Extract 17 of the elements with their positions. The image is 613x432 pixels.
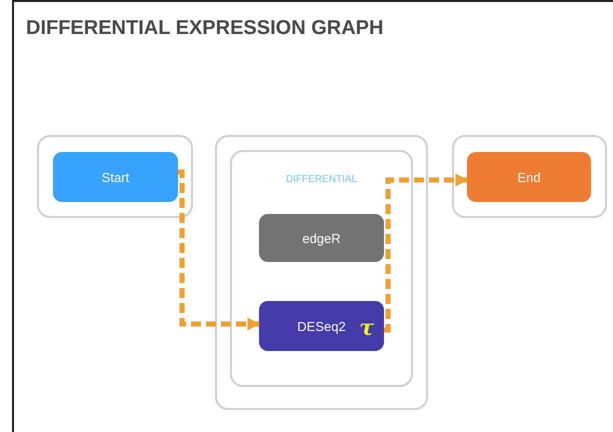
box-label: edgeR <box>302 230 341 246</box>
group-frame <box>230 150 413 387</box>
process-box <box>259 301 384 351</box>
dashed-arrow <box>178 170 260 330</box>
process-box <box>53 152 178 202</box>
group-frame <box>37 135 193 218</box>
process-box <box>259 214 384 262</box>
box-label: End <box>517 170 541 184</box>
group-frame <box>452 135 607 218</box>
group-frame <box>215 135 428 410</box>
diagram-title: DIFFERENTIAL EXPRESSION GRAPH <box>26 17 384 40</box>
box-label: DESeq2 <box>297 318 346 334</box>
dashed-arrow <box>384 174 468 332</box>
process-box <box>467 152 591 202</box>
symbol: τ <box>359 315 374 341</box>
group-label: DIFFERENTIAL <box>286 174 358 185</box>
box-label: Start <box>102 170 130 184</box>
